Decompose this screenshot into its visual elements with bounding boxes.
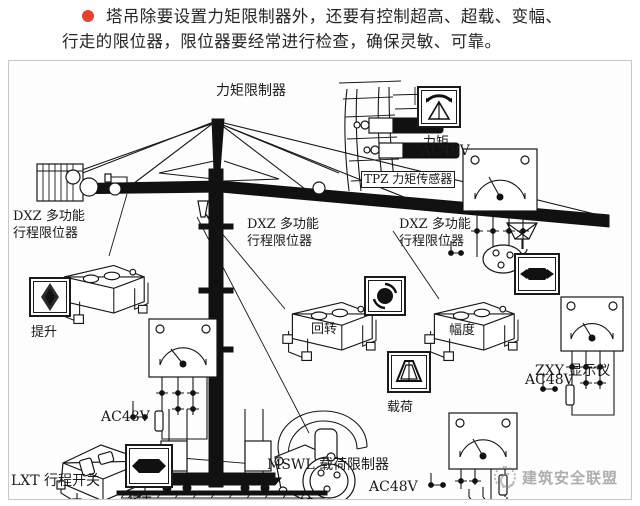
pictogram-moment [417,86,461,128]
pictogram-load [387,351,431,393]
caption-travel: 行走 [127,491,153,499]
diamond-vertical-icon [41,283,59,311]
watermark-text: 建筑安全联盟 [522,468,619,487]
watermark-logo-icon [494,466,516,488]
pictogram-radius [514,253,560,295]
caption-radius: 幅度 [449,323,476,338]
rotation-circle-icon [372,282,398,310]
meter-hoist [130,318,218,440]
label-ac48v-zxy: AC48V [525,372,574,388]
caption-block: 塔吊除要设置力矩限制器外，还要有控制超高、超载、变幅、 行走的限位器，限位器要经… [0,0,640,56]
caption-hoist: 提升 [31,325,58,340]
caption-line-2: 行走的限位器，限位器要经常进行检查，确保灵敏、可靠。 [62,32,502,51]
pictogram-slew [364,276,406,316]
bullet-icon [82,10,94,22]
label-dxz-right-1: DXZ 多功能 [399,217,471,232]
crane-line-art: .st{fill:none;stroke:#161616;stroke-widt… [36,80,624,499]
caption-line-1: 塔吊除要设置力矩限制器外，还要有控制超高、超载、变幅、 [106,7,563,26]
watermark: 建筑安全联盟 [494,462,636,492]
label-zxy-display: ZXY 显示仪 [535,363,611,379]
pictogram-hoist [29,277,71,317]
moment-arc-icon [425,94,453,120]
label-ac48v-moment: AC48V [421,143,470,159]
bucket-trapezoid-icon [395,360,423,382]
label-ac48v-hoist: AC48V [101,409,150,425]
ellipse-horizontal-icon [132,459,166,473]
label-dxz-mid-2: 行程限位器 [247,234,313,249]
double-arrow-horizontal-icon [520,268,554,280]
caption-moment: 力矩 [423,135,450,150]
label-dxz-left-2: 行程限位器 [13,226,79,241]
label-moment-limiter: 力矩限制器 [216,83,286,99]
label-dxz-left-1: DXZ 多功能 [13,209,85,224]
meter-moment [448,148,538,274]
label-mswl-load-limiter: MSWL 载荷限制器 [267,457,390,473]
meter-zxy [540,296,624,416]
caption-load: 载荷 [387,400,414,415]
label-tpz-sensor: TPZ 力矩传感器 [361,171,456,188]
tower-crane-diagram: .st{fill:none;stroke:#161616;stroke-widt… [8,60,632,500]
label-dxz-right-2: 行程限位器 [399,234,465,249]
label-lxt-travel-switch: LXT 行程开关 [11,473,101,489]
label-ac48v-load: AC48V [369,479,418,495]
label-dxz-mid-1: DXZ 多功能 [247,217,319,232]
pictogram-travel [125,444,173,488]
caption-slew: 回转 [311,322,338,337]
